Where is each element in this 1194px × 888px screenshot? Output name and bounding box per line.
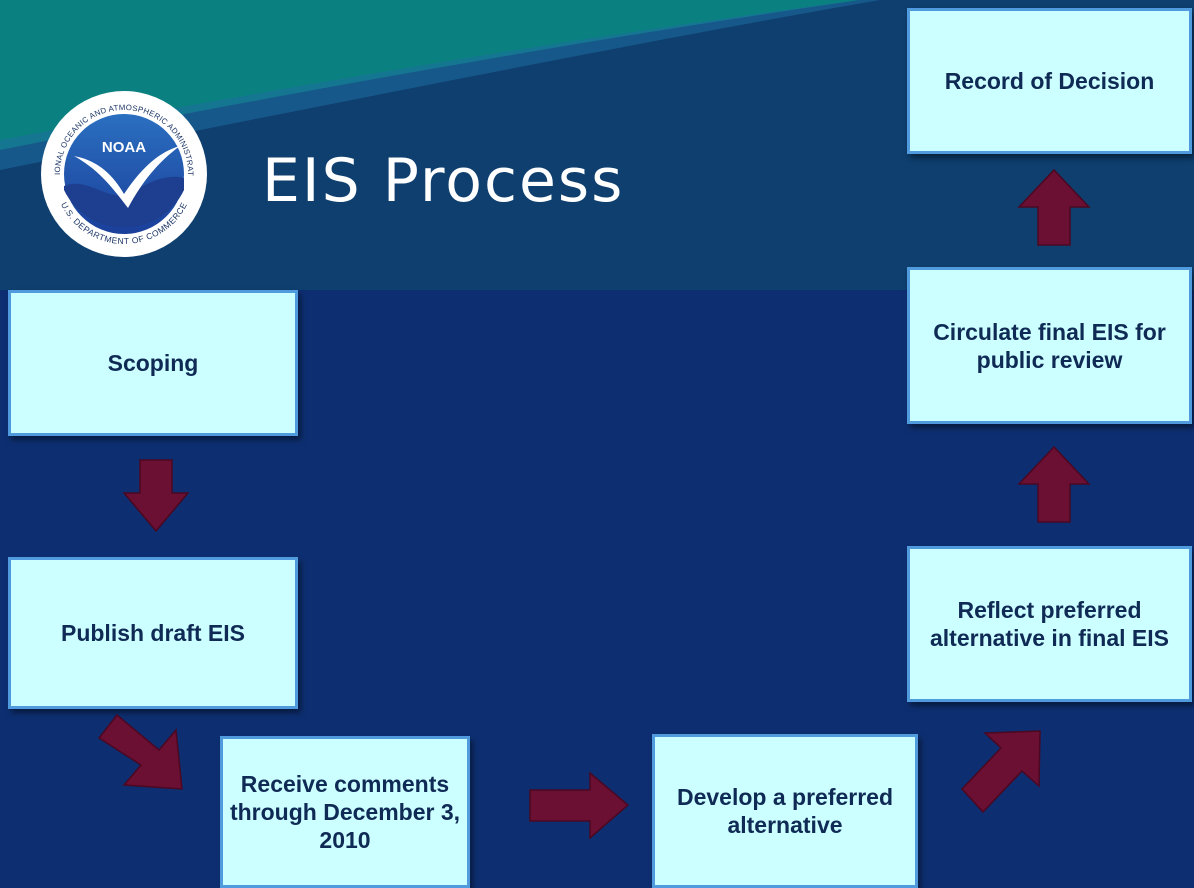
step-scoping: Scoping [8,290,298,436]
svg-text:NOAA: NOAA [102,139,146,156]
step-reflect-preferred-alternative: Reflect preferred alternative in final E… [907,546,1192,702]
page-title: EIS Process [262,146,625,216]
arrow-up-icon [1017,445,1091,523]
step-publish-draft-eis: Publish draft EIS [8,557,298,709]
arrow-diagonal-down-right-icon [97,713,183,790]
noaa-logo: NOAA NATIONAL OCEANIC AND ATMOSPHERIC AD… [37,83,208,263]
step-circulate-final-eis: Circulate final EIS for public review [907,267,1192,424]
step-receive-comments: Receive comments through December 3, 201… [220,736,470,888]
step-record-of-decision: Record of Decision [907,8,1192,154]
arrow-down-icon [122,459,190,533]
arrow-up-icon [1017,168,1091,246]
step-develop-preferred-alternative: Develop a preferred alternative [652,734,918,888]
arrow-diagonal-up-right-icon [960,730,1041,814]
arrow-right-icon [529,771,630,840]
